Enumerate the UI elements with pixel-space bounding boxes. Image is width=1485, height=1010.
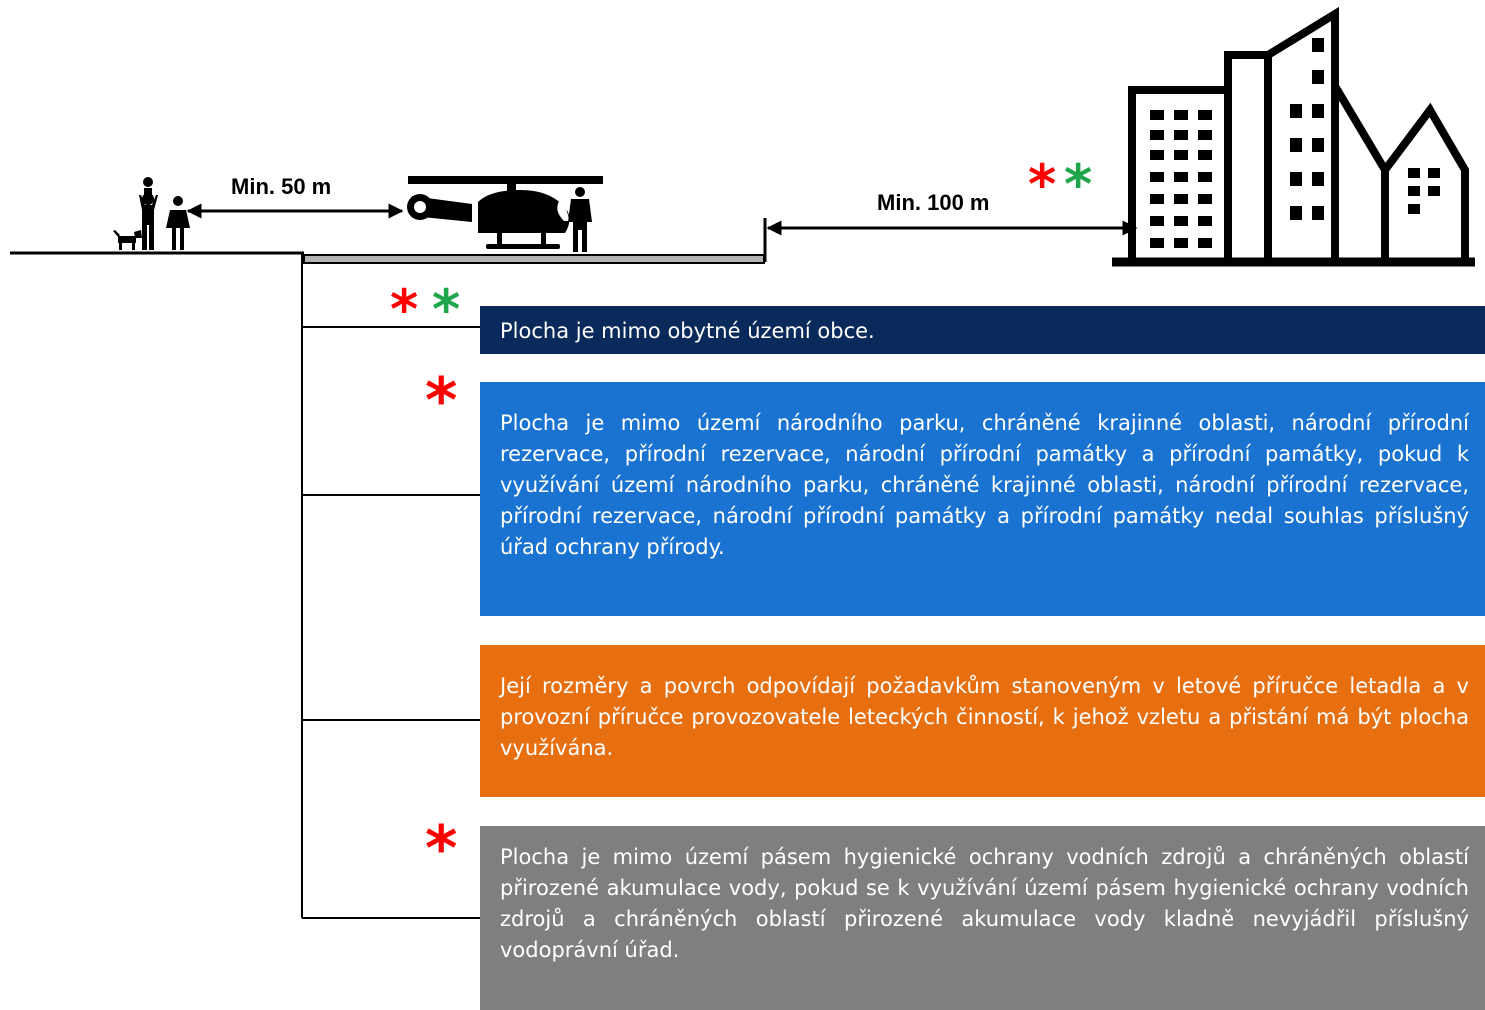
condition-box-dimensions: Její rozměry a povrch odpovídají požadav… — [480, 645, 1485, 797]
pilot-icon — [568, 187, 592, 252]
buildings-icon — [1112, 6, 1475, 267]
people-icon — [113, 177, 190, 250]
condition-box-nature-protection: Plocha je mimo území národního parku, ch… — [480, 382, 1485, 616]
bracket-connector — [301, 253, 480, 919]
asterisk-green-buildings: * — [1064, 153, 1093, 216]
distance-label-buildings: Min. 100 m — [877, 190, 990, 215]
condition-box-water-protection: Plocha je mimo území pásem hygienické oc… — [480, 826, 1485, 1010]
asterisk-red-buildings: * — [1028, 153, 1057, 216]
asterisk-red-condition-2: * — [425, 364, 458, 437]
asterisk-red-condition-1: * — [390, 278, 419, 341]
landing-pad — [303, 254, 765, 264]
asterisk-green-condition-1: * — [432, 278, 461, 341]
asterisk-red-condition-4: * — [425, 812, 458, 885]
helicopter-icon — [407, 176, 603, 249]
condition-box-residential: Plocha je mimo obytné území obce. — [480, 306, 1485, 354]
distance-label-people: Min. 50 m — [231, 174, 332, 199]
